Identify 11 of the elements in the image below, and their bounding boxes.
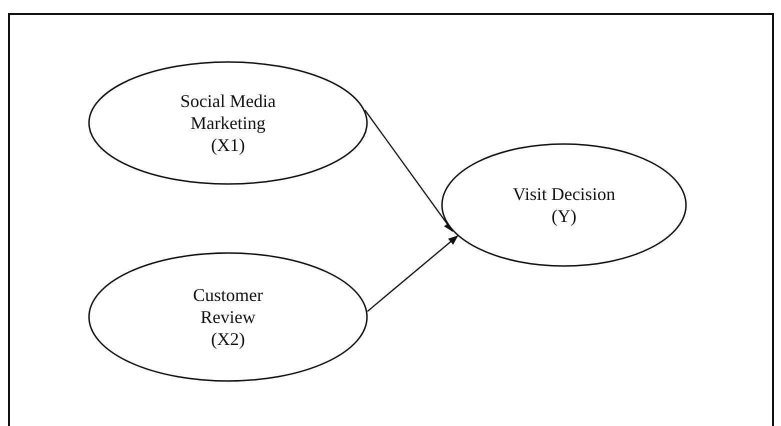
node-label: Social Media Marketing [179, 90, 277, 134]
node-label: Visit Decision [512, 183, 616, 205]
ellipse-node [441, 143, 687, 267]
node-label: Customer Review [192, 284, 264, 328]
ellipse-node [88, 61, 368, 185]
arrow [364, 110, 454, 232]
arrow [367, 235, 458, 312]
ellipse-node [88, 252, 368, 382]
node-label: (Y) [550, 205, 578, 227]
node-label: (X1) [210, 134, 246, 156]
node-label: (X2) [210, 328, 246, 350]
